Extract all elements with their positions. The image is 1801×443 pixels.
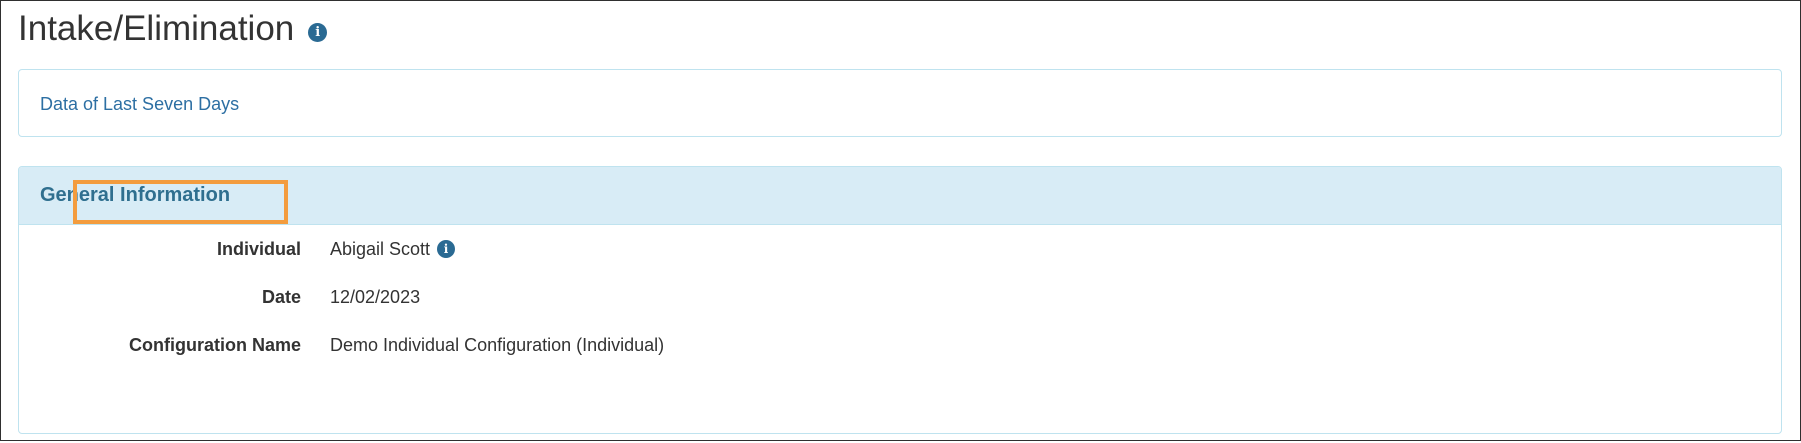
field-value-individual: Abigail Scott i (330, 234, 456, 264)
summary-panel: Data of Last Seven Days (18, 69, 1782, 137)
info-circle-icon[interactable]: i (437, 240, 456, 258)
individual-name: Abigail Scott (330, 239, 431, 259)
field-row-configuration-name: Configuration Name Demo Individual Confi… (19, 330, 1781, 360)
panel-heading-title: General Information (40, 184, 231, 206)
field-value-configuration-name: Demo Individual Configuration (Individua… (330, 335, 665, 355)
field-label-date: Date (261, 287, 301, 307)
info-circle-icon[interactable]: i (308, 22, 328, 42)
field-label-individual: Individual (216, 239, 301, 259)
field-row-date: Date 12/02/2023 (19, 282, 1781, 312)
page-title: Intake/Elimination (18, 9, 295, 48)
field-row-individual: Individual Abigail Scott i (19, 234, 1781, 264)
field-label-configuration-name: Configuration Name (128, 335, 301, 355)
field-value-date: 12/02/2023 (330, 287, 421, 307)
last-seven-days-link[interactable]: Data of Last Seven Days (40, 94, 240, 114)
panel-heading: General Information (19, 167, 1781, 225)
general-information-panel: General Information Individual Abigail S… (18, 166, 1782, 434)
page-header: Intake/Elimination i (18, 7, 328, 51)
